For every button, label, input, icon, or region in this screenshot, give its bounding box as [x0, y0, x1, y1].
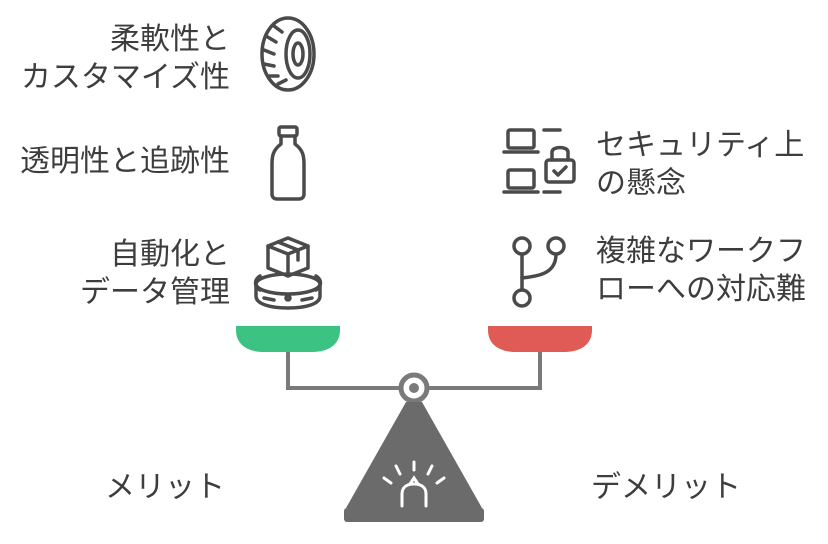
- right-arm: [428, 352, 542, 390]
- laptops-lock-icon: [500, 126, 580, 202]
- disadvantages-heading: デメリット: [591, 470, 741, 505]
- advantages-heading: メリット: [105, 470, 225, 505]
- workflow-branch-icon: [506, 234, 574, 310]
- advantage-label-flexibility: 柔軟性と カスタマイズ性: [20, 22, 230, 95]
- lamp-icon: [382, 460, 446, 508]
- advantages-pan: [236, 326, 340, 352]
- disadvantage-label-workflow: 複雑なワークフ ローへの対応難: [596, 234, 806, 307]
- tire-icon: [258, 14, 318, 94]
- stand: [346, 402, 482, 508]
- advantage-label-transparency: 透明性と追跡性: [20, 144, 230, 179]
- left-arm: [286, 352, 400, 390]
- disadvantage-label-security: セキュリティ上 の懸念: [596, 128, 805, 201]
- stand-base: [344, 508, 484, 522]
- package-on-conveyor-icon: [250, 232, 326, 312]
- advantage-label-automation: 自動化と データ管理: [80, 237, 230, 310]
- bottle-icon: [268, 124, 308, 202]
- pivot-ring: [398, 372, 430, 404]
- disadvantages-pan: [488, 326, 592, 352]
